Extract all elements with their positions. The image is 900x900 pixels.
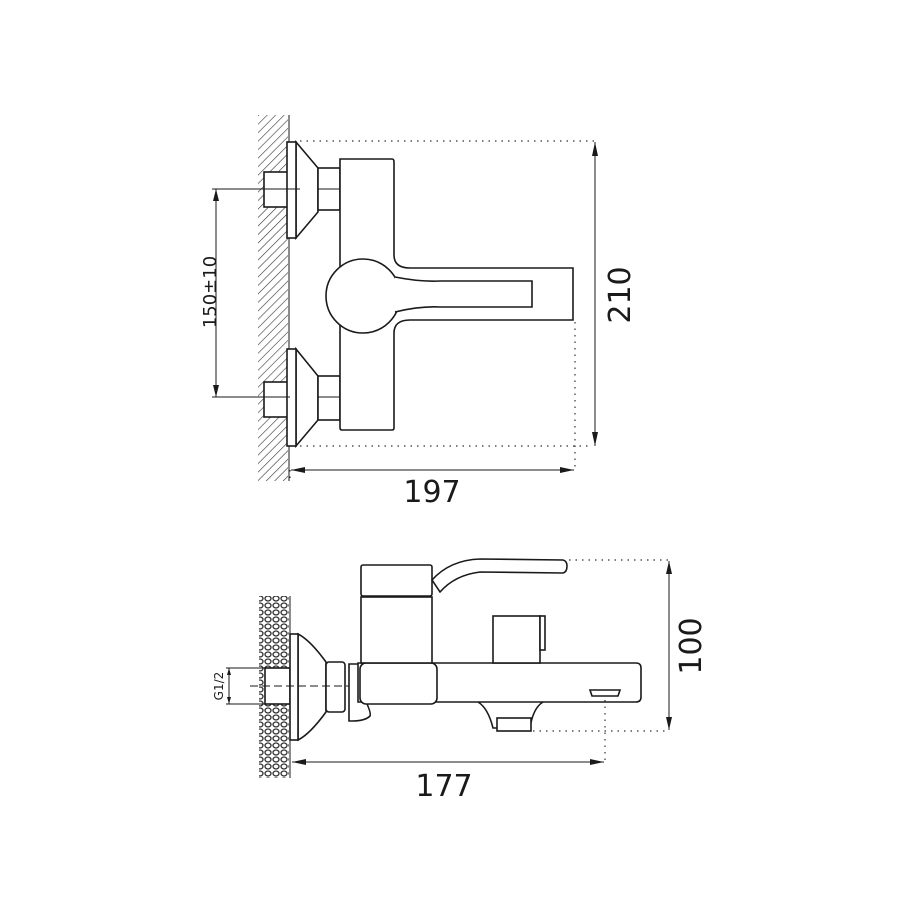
hex-nut-lower [317, 375, 341, 421]
dimension-197: 197 [291, 467, 574, 510]
handle-lever [430, 558, 568, 594]
mixer-column [360, 596, 433, 664]
handle-cap [360, 564, 433, 597]
side-view: 100 177 G1/2 [212, 558, 709, 804]
dimension-210: 210 [592, 142, 638, 446]
handle-knob [325, 258, 401, 334]
spacing-label: 150±10 [200, 256, 221, 328]
dimension-thread: G1/2 [212, 667, 265, 705]
side-height-label: 100 [674, 617, 709, 674]
escutcheon [289, 632, 346, 742]
diverter-knob [492, 615, 541, 664]
width-label: 197 [403, 475, 460, 510]
hex-nut [325, 661, 346, 713]
escutcheon-upper [286, 139, 341, 241]
side-width-label: 177 [415, 769, 472, 804]
aerator [588, 689, 622, 697]
pipe-stub-lower [263, 381, 290, 418]
handle-lever [394, 276, 533, 313]
escutcheon-lower [286, 346, 341, 449]
dimension-100: 100 [666, 561, 709, 730]
dimension-177: 177 [292, 759, 604, 804]
dimension-150: 150±10 [200, 188, 300, 398]
wall-hatch [258, 115, 288, 481]
height-label: 210 [603, 266, 638, 323]
outlet [496, 717, 532, 732]
thread-label: G1/2 [212, 672, 226, 701]
top-view: 210 197 150±10 [200, 115, 638, 510]
